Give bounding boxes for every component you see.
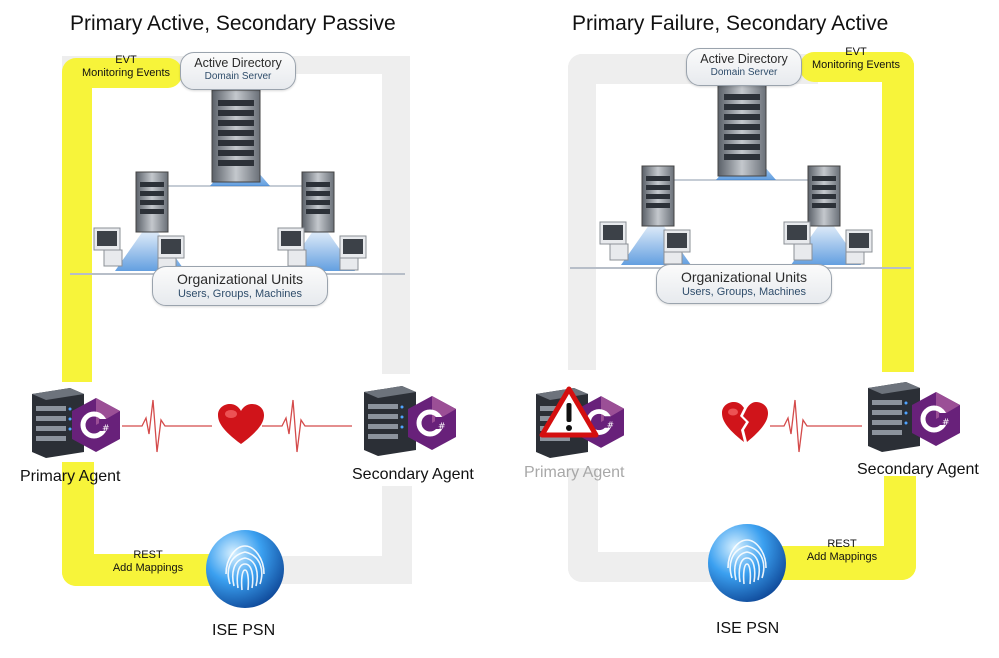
right-organizational-units-badge: Organizational Units Users, Groups, Mach… (656, 264, 832, 304)
right-secondary-agent-label: Secondary Agent (857, 461, 979, 478)
left-organizational-units-badge: Organizational Units Users, Groups, Mach… (152, 266, 328, 306)
svg-text:#: # (438, 422, 446, 432)
right-secondary-agent-server-icon (868, 382, 920, 452)
left-ad-network (70, 89, 405, 275)
left-secondary-csharp-icon: # (408, 396, 456, 450)
left-evt-label: EVT Monitoring Events (81, 54, 171, 79)
right-active-directory-subtitle: Domain Server (710, 67, 778, 78)
left-organizational-units-subtitle: Users, Groups, Machines (177, 288, 303, 300)
left-active-directory-subtitle: Domain Server (204, 71, 272, 82)
left-pipe-right (382, 56, 410, 374)
svg-text:#: # (102, 424, 110, 434)
left-rest-label: REST Add Mappings (112, 549, 184, 574)
left-secondary-agent-label: Secondary Agent (352, 466, 474, 483)
left-heart-icon (218, 404, 264, 444)
right-active-directory-badge: Active Directory Domain Server (686, 48, 802, 86)
left-ise-fingerprint-icon (206, 530, 284, 608)
left-rest-path-bottom (62, 554, 222, 586)
right-active-directory-title: Active Directory (700, 52, 788, 66)
right-primary-agent-label: Primary Agent (524, 464, 625, 481)
svg-text:#: # (607, 421, 614, 431)
right-heartbeat-line (770, 399, 862, 453)
right-organizational-units-subtitle: Users, Groups, Machines (681, 286, 807, 298)
right-ad-network (570, 83, 911, 269)
right-pipe-bottom (568, 552, 718, 582)
left-active-directory-title: Active Directory (194, 56, 282, 70)
left-pipe-bottom (276, 556, 412, 584)
left-active-directory-badge: Active Directory Domain Server (180, 52, 296, 90)
left-primary-csharp-icon: # (72, 398, 120, 452)
left-evt-path-top (62, 58, 182, 88)
right-pipe-left (568, 54, 596, 370)
right-secondary-csharp-icon: # (912, 392, 960, 446)
right-organizational-units-title: Organizational Units (680, 269, 808, 285)
left-primary-agent-label: Primary Agent (20, 468, 121, 485)
right-rest-label: REST Add Mappings (806, 538, 878, 563)
right-panel-title: Primary Failure, Secondary Active (572, 12, 889, 35)
left-organizational-units-title: Organizational Units (176, 271, 304, 287)
right-evt-label: EVT Monitoring Events (811, 46, 901, 71)
left-panel-title: Primary Active, Secondary Passive (70, 12, 396, 35)
right-rest-path-bottom (776, 546, 916, 580)
right-ise-fingerprint-icon (708, 524, 786, 602)
left-secondary-agent-server-icon (364, 386, 416, 456)
right-broken-heart-icon (722, 402, 768, 442)
right-warning-icon (539, 386, 599, 438)
right-evt-path-vertical (882, 52, 914, 372)
left-ise-psn-label: ISE PSN (212, 622, 276, 639)
right-ise-psn-label: ISE PSN (716, 620, 780, 637)
left-heartbeat-line (122, 399, 352, 453)
left-evt-path-vertical (62, 62, 92, 382)
left-primary-agent-server-icon (32, 388, 84, 458)
svg-text:#: # (942, 418, 950, 428)
